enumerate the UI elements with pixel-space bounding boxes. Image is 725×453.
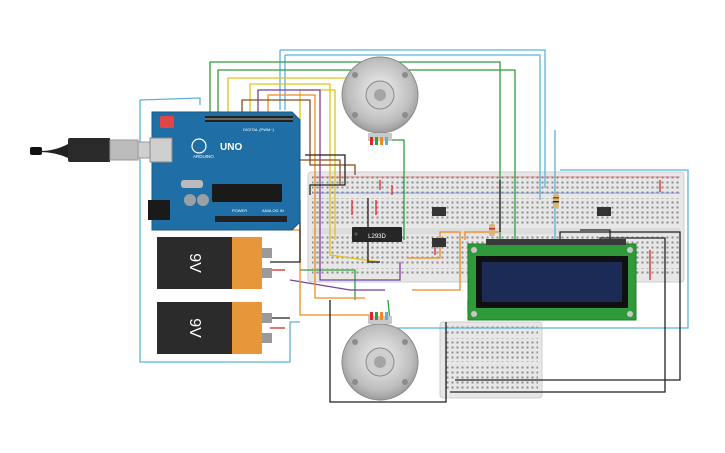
push-button-2[interactable] [432, 238, 446, 247]
arduino-uno-board[interactable]: UNO ARDUINO DIGITAL (PWM~) POWER ANALOG … [148, 111, 301, 231]
digital-pins-label: DIGITAL (PWM~) [243, 127, 275, 132]
usb-cable [30, 138, 155, 162]
arduino-logo-icon [191, 138, 207, 154]
push-button-1[interactable] [432, 207, 446, 216]
board-brand-label: ARDUINO [193, 154, 214, 159]
chip-label: L293D [368, 234, 386, 240]
wires [139, 49, 689, 403]
battery-2-label: 9V [186, 318, 203, 338]
small-breadboard [439, 321, 543, 399]
battery-1[interactable]: 9V [157, 237, 272, 289]
board-model-label: UNO [220, 142, 242, 153]
analog-label: ANALOG IN [262, 208, 284, 213]
dc-motor-top[interactable] [341, 56, 419, 145]
lcd-16x2-display[interactable] [467, 239, 637, 321]
resistor-2[interactable] [489, 224, 495, 236]
lcd-screen [482, 262, 622, 302]
l293d-driver-chip[interactable]: L293D [352, 227, 402, 242]
reset-button[interactable] [160, 116, 174, 128]
battery-2[interactable]: 9V [157, 302, 272, 354]
resistor-1[interactable] [553, 194, 559, 208]
dc-motor-bottom[interactable] [341, 312, 419, 401]
battery-1-label: 9V [186, 253, 203, 273]
push-button-3[interactable] [597, 207, 611, 216]
power-label: POWER [232, 208, 247, 213]
